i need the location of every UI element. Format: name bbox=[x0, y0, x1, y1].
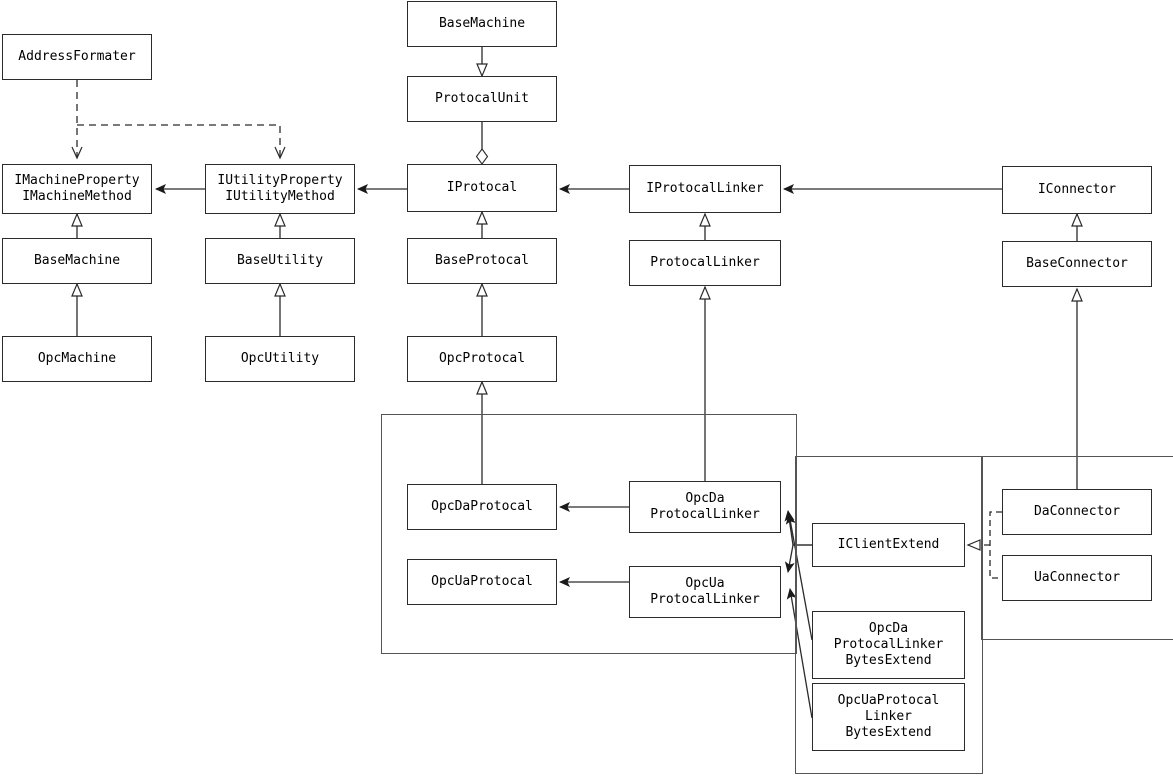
class-box-opc-da-protocal[interactable]: OpcDaProtocal bbox=[407, 484, 557, 530]
class-box-base-connector[interactable]: BaseConnector bbox=[1002, 241, 1152, 287]
class-box-address-formater[interactable]: AddressFormater bbox=[2, 34, 152, 80]
class-box-opc-da-protocal-linker[interactable]: OpcDa ProtocalLinker bbox=[629, 481, 781, 533]
class-box-base-machine-left[interactable]: BaseMachine bbox=[2, 238, 152, 284]
class-box-base-machine-top[interactable]: BaseMachine bbox=[407, 1, 557, 47]
class-box-da-connector[interactable]: DaConnector bbox=[1002, 489, 1152, 535]
class-box-base-protocal[interactable]: BaseProtocal bbox=[407, 238, 557, 284]
class-box-protocal-unit[interactable]: ProtocalUnit bbox=[407, 76, 557, 122]
class-box-opc-ua-protocal-linker[interactable]: OpcUa ProtocalLinker bbox=[629, 566, 781, 618]
class-box-opc-ua-protocal[interactable]: OpcUaProtocal bbox=[407, 559, 557, 605]
class-box-base-utility[interactable]: BaseUtility bbox=[205, 238, 355, 284]
class-box-opc-machine[interactable]: OpcMachine bbox=[2, 336, 152, 382]
group-connectors bbox=[981, 456, 1173, 640]
class-box-iutility-property[interactable]: IUtilityProperty IUtilityMethod bbox=[205, 164, 355, 214]
class-box-opcua-bytes-extend[interactable]: OpcUaProtocal Linker BytesExtend bbox=[812, 683, 965, 751]
class-box-imachine-property[interactable]: IMachineProperty IMachineMethod bbox=[2, 164, 152, 214]
class-box-opcda-bytes-extend[interactable]: OpcDa ProtocalLinker BytesExtend bbox=[812, 611, 965, 679]
class-box-iprotocal[interactable]: IProtocal bbox=[407, 164, 557, 212]
class-box-protocal-linker[interactable]: ProtocalLinker bbox=[629, 240, 781, 286]
class-box-iclient-extend[interactable]: IClientExtend bbox=[812, 523, 965, 567]
class-box-opc-utility[interactable]: OpcUtility bbox=[205, 336, 355, 382]
group-protocal-impl bbox=[381, 414, 797, 654]
class-box-iprotocal-linker[interactable]: IProtocalLinker bbox=[629, 165, 781, 213]
class-box-ua-connector[interactable]: UaConnector bbox=[1002, 555, 1152, 601]
class-box-opc-protocal[interactable]: OpcProtocal bbox=[407, 336, 557, 382]
edge-addressformater-iutility bbox=[77, 124, 286, 160]
class-box-iconnector[interactable]: IConnector bbox=[1002, 166, 1152, 214]
